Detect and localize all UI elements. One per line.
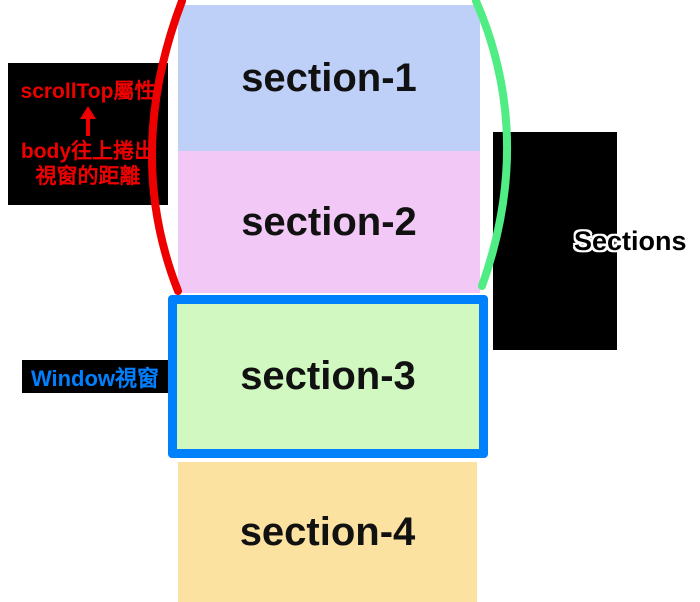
sections-extent-label: Sections bbox=[574, 226, 687, 256]
section-4-block: section-4 bbox=[178, 462, 477, 602]
sections-annotation-box bbox=[493, 132, 617, 350]
window-viewport-label: Window視窗 bbox=[22, 360, 168, 393]
section-3-label: section-3 bbox=[240, 354, 416, 398]
up-arrow-icon bbox=[80, 105, 96, 136]
section-2-label: section-2 bbox=[241, 199, 417, 244]
section-1-label: section-1 bbox=[241, 55, 417, 100]
section-4-label: section-4 bbox=[239, 509, 416, 554]
scrolltop-property-label: scrollTop屬性 bbox=[20, 79, 156, 103]
window-viewport-box: section-3 bbox=[168, 295, 488, 458]
section-1-block: section-1 bbox=[178, 5, 480, 151]
scrolltop-annotation-box: scrollTop屬性 body往上捲出 視窗的距離 bbox=[8, 63, 168, 205]
scrolltop-desc-line2: 視窗的距離 bbox=[35, 164, 141, 188]
section-2-block: section-2 bbox=[178, 151, 480, 293]
scrolltop-desc-line1: body往上捲出 bbox=[20, 139, 156, 163]
